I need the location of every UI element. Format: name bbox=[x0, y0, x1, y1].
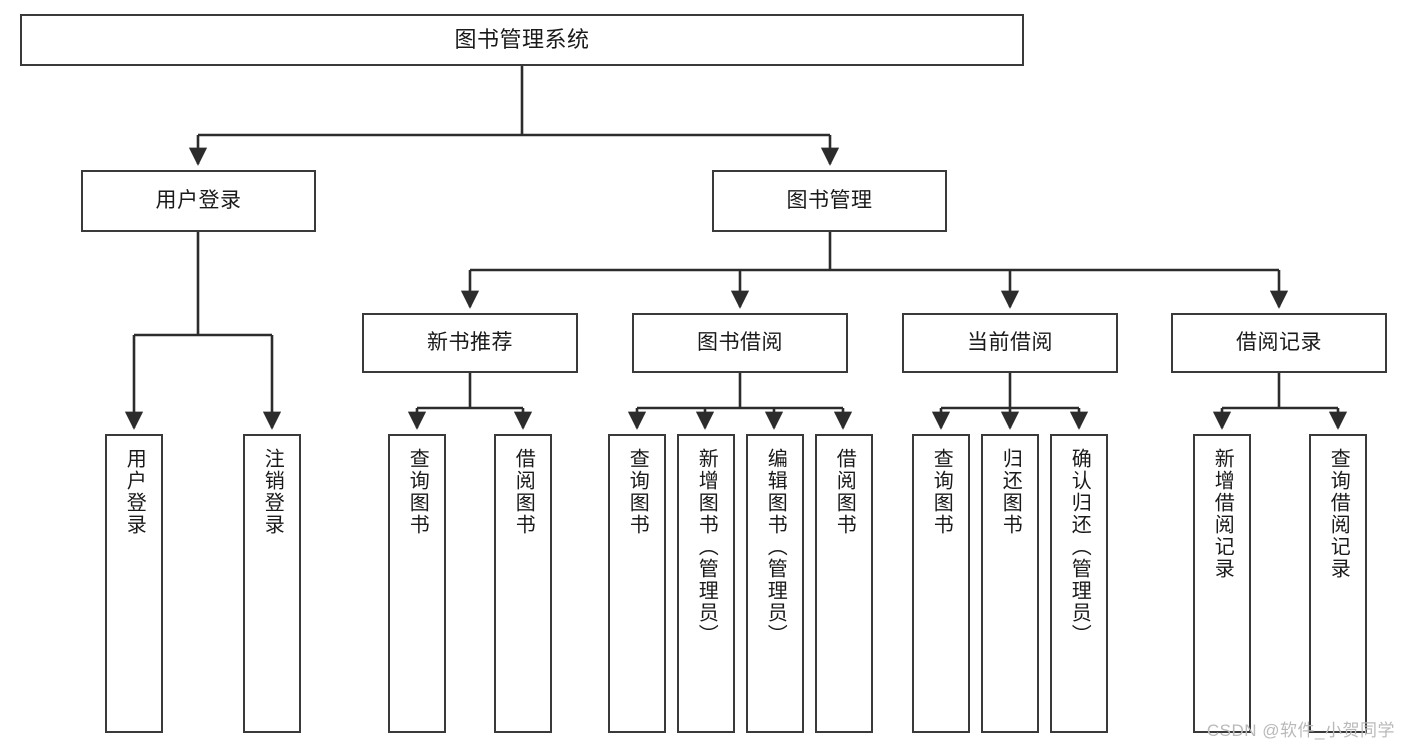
node-root-book-management-system[interactable]: 图书管理系统 bbox=[20, 14, 1024, 66]
node-new-book-recommendation[interactable]: 新书推荐 bbox=[362, 313, 578, 373]
node-label: 确认归还（管理员） bbox=[1068, 448, 1091, 646]
node-label: 查询图书 bbox=[406, 448, 429, 536]
node-current-borrow[interactable]: 当前借阅 bbox=[902, 313, 1118, 373]
node-label: 用户登录 bbox=[155, 188, 242, 212]
node-label: 新增图书（管理员） bbox=[695, 448, 718, 646]
node-label: 借阅记录 bbox=[1236, 330, 1322, 354]
watermark: CSDN @软件_小贺同学 bbox=[1206, 721, 1395, 740]
node-label: 新书推荐 bbox=[427, 330, 513, 354]
node-leaf-add-borrow-record[interactable]: 新增借阅记录 bbox=[1193, 434, 1251, 733]
node-leaf-query-book-borrow[interactable]: 查询图书 bbox=[608, 434, 666, 733]
node-leaf-borrow-book[interactable]: 借阅图书 bbox=[815, 434, 873, 733]
node-label: 图书管理 bbox=[786, 188, 873, 212]
node-label: 图书管理系统 bbox=[454, 27, 590, 53]
node-label: 查询图书 bbox=[626, 448, 649, 536]
node-leaf-logout[interactable]: 注销登录 bbox=[243, 434, 301, 733]
node-leaf-edit-book-admin[interactable]: 编辑图书（管理员） bbox=[746, 434, 804, 733]
node-leaf-query-book-new[interactable]: 查询图书 bbox=[388, 434, 446, 733]
node-label: 归还图书 bbox=[999, 448, 1022, 536]
node-label: 注销登录 bbox=[261, 448, 284, 536]
node-leaf-borrow-book-new[interactable]: 借阅图书 bbox=[494, 434, 552, 733]
node-label: 图书借阅 bbox=[697, 330, 783, 354]
node-label: 用户登录 bbox=[123, 448, 146, 536]
node-borrow-record[interactable]: 借阅记录 bbox=[1171, 313, 1387, 373]
node-label: 借阅图书 bbox=[833, 448, 856, 536]
node-label: 当前借阅 bbox=[967, 330, 1053, 354]
node-leaf-confirm-return-admin[interactable]: 确认归还（管理员） bbox=[1050, 434, 1108, 733]
node-book-management[interactable]: 图书管理 bbox=[712, 170, 947, 232]
node-user-login[interactable]: 用户登录 bbox=[81, 170, 316, 232]
node-leaf-query-borrow-record[interactable]: 查询借阅记录 bbox=[1309, 434, 1367, 733]
node-leaf-user-login[interactable]: 用户登录 bbox=[105, 434, 163, 733]
node-book-borrow[interactable]: 图书借阅 bbox=[632, 313, 848, 373]
node-label: 新增借阅记录 bbox=[1211, 448, 1234, 580]
node-label: 查询借阅记录 bbox=[1327, 448, 1350, 580]
node-label: 借阅图书 bbox=[512, 448, 535, 536]
node-leaf-return-book[interactable]: 归还图书 bbox=[981, 434, 1039, 733]
node-label: 查询图书 bbox=[930, 448, 953, 536]
node-label: 编辑图书（管理员） bbox=[764, 448, 787, 646]
node-leaf-query-book-current[interactable]: 查询图书 bbox=[912, 434, 970, 733]
node-leaf-add-book-admin[interactable]: 新增图书（管理员） bbox=[677, 434, 735, 733]
